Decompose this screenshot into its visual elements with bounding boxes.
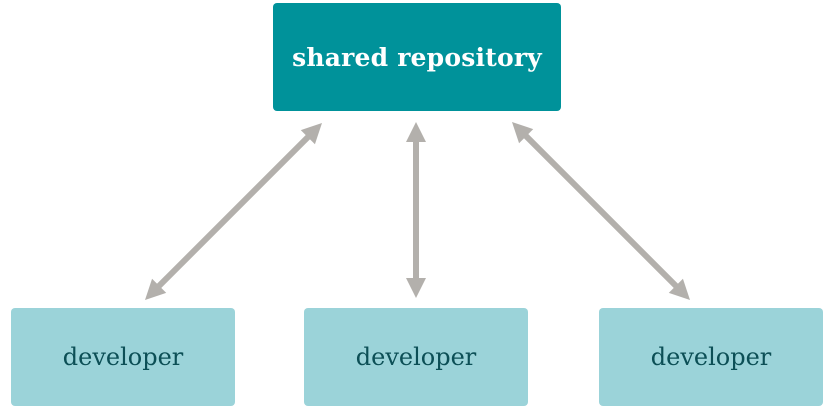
arrowhead-repository-1 <box>300 123 322 145</box>
developer-label: developer <box>62 343 184 371</box>
connection-arrow-1 <box>155 133 312 290</box>
developer-node-2: developer <box>304 308 528 406</box>
arrowhead-repository-3 <box>512 122 534 144</box>
shared-repository-node: shared repository <box>273 3 561 111</box>
developer-node-3: developer <box>599 308 823 406</box>
developer-label: developer <box>355 343 477 371</box>
arrowhead-developer-3 <box>668 278 690 300</box>
developer-label: developer <box>650 343 772 371</box>
shared-repository-label: shared repository <box>292 42 542 72</box>
developer-node-1: developer <box>11 308 235 406</box>
arrowhead-repository-2 <box>406 122 426 142</box>
arrowhead-developer-1 <box>145 278 167 300</box>
arrowhead-developer-2 <box>406 278 426 298</box>
connection-arrow-3 <box>522 132 680 290</box>
